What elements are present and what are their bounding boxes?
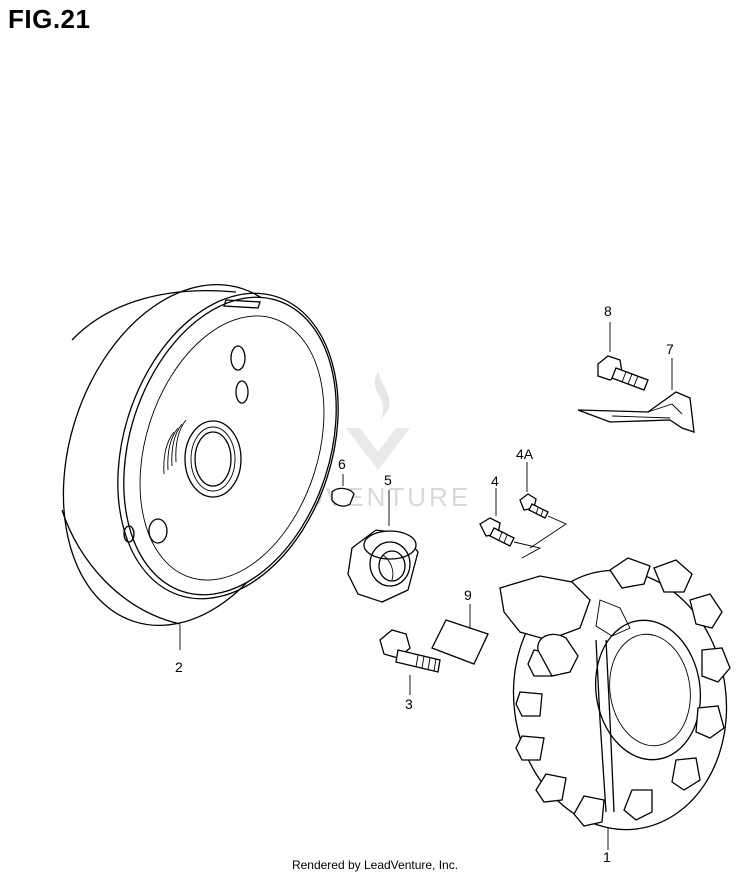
bolt-8 — [597, 322, 649, 391]
callout-6: 6 — [338, 456, 346, 472]
callout-4: 4 — [491, 473, 499, 489]
screw-4a — [519, 462, 567, 549]
label-plate-9 — [431, 604, 489, 665]
callout-1: 1 — [603, 849, 611, 865]
flywheel-nut — [347, 490, 419, 603]
callout-8: 8 — [604, 303, 612, 319]
figure-title: FIG.21 — [8, 4, 91, 34]
flywheel-rotor — [61, 283, 339, 650]
callout-4a: 4A — [516, 446, 534, 462]
callout-7: 7 — [666, 341, 674, 357]
callout-5: 5 — [384, 472, 392, 488]
screw-4 — [479, 488, 542, 559]
callout-3: 3 — [405, 696, 413, 712]
woodruff-key — [331, 474, 355, 507]
callout-9: 9 — [464, 587, 472, 603]
wire-clamp-7 — [577, 358, 695, 433]
stator-assembly — [499, 557, 731, 850]
callout-2: 2 — [175, 659, 183, 675]
rendered-by-footer: Rendered by LeadVenture, Inc. — [291, 858, 459, 872]
bolt-3 — [379, 629, 441, 695]
